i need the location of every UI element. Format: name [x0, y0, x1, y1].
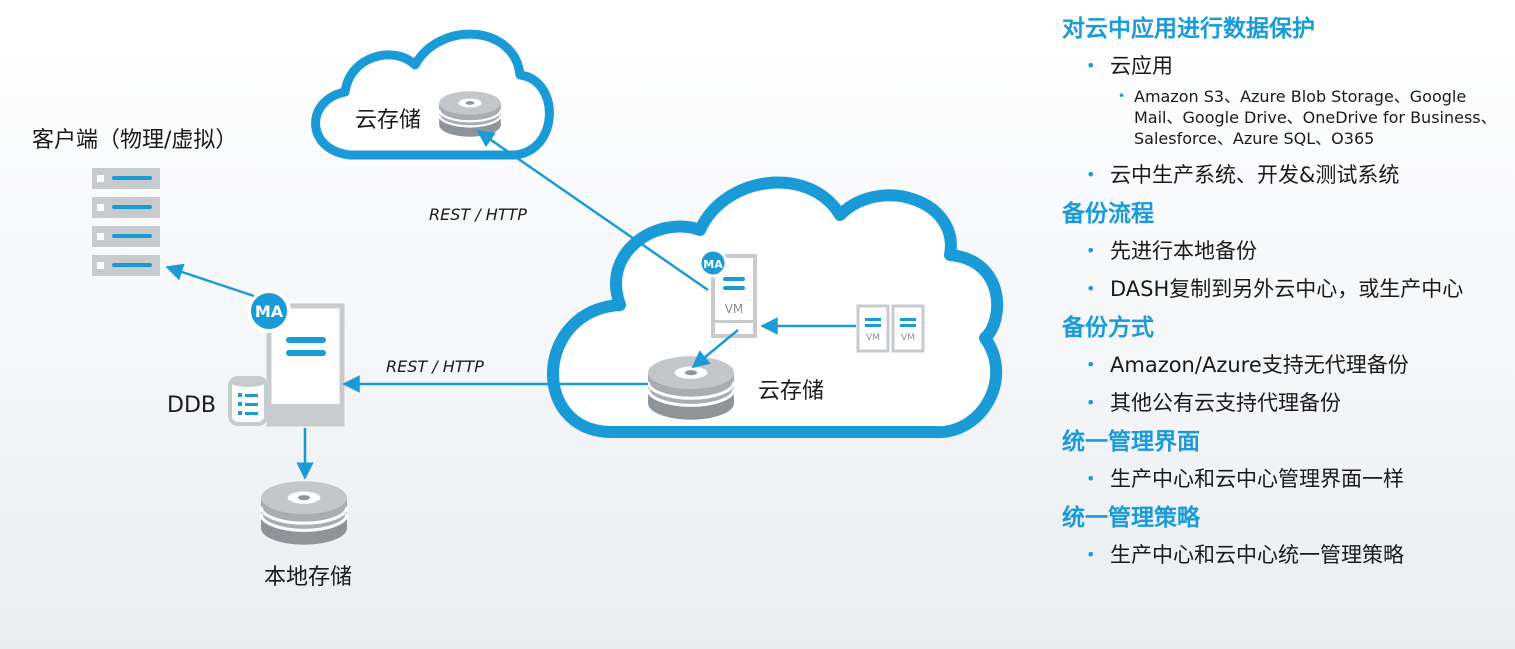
section-title: 备份方式 — [1062, 315, 1154, 341]
client-servers-icon — [92, 168, 160, 276]
panel-section: 备份流程先进行本地备份 DASH复制到另外云中心，或生产中心 — [1062, 199, 1512, 303]
media-agent-server-icon — [266, 303, 345, 427]
ddb-database-icon — [228, 376, 268, 426]
vm-small-icon: VM — [856, 304, 890, 353]
panel-section: 统一管理界面生产中心和云中心管理界面一样 — [1062, 427, 1512, 493]
local-storage-label: 本地存储 — [264, 565, 352, 590]
svg-text:MA: MA — [703, 258, 723, 271]
ddb-label: DDB — [167, 393, 216, 418]
cloud-storage-top-label: 云存储 — [355, 108, 421, 133]
svg-text:VM: VM — [866, 333, 880, 343]
local-disk-icon — [259, 479, 349, 547]
panel-section: 对云中应用进行数据保护云应用 Amazon S3、Azure Blob Stora… — [1062, 14, 1512, 189]
feature-panel: 对云中应用进行数据保护云应用 Amazon S3、Azure Blob Stora… — [1062, 14, 1512, 579]
rest-http-label-top: REST / HTTP — [429, 205, 527, 224]
bullet-item: 生产中心和云中心管理界面一样 — [1062, 465, 1512, 493]
svg-text:VM: VM — [901, 333, 915, 343]
bullet-item: 云中生产系统、开发&测试系统 — [1062, 161, 1512, 189]
ma-badge-cloud: MA — [698, 248, 728, 278]
bullet-item: 先进行本地备份 — [1062, 237, 1512, 265]
ma-badge-local: MA — [247, 289, 291, 333]
arrow-to-client — [165, 263, 255, 298]
section-title: 统一管理界面 — [1062, 429, 1200, 455]
cloud-disk-main-icon — [646, 354, 736, 422]
vm-label: VM — [725, 302, 744, 316]
cloud-top — [311, 29, 554, 160]
arrow-vm-to-top-cloud — [476, 129, 709, 292]
rest-http-label-bottom: REST / HTTP — [386, 357, 484, 376]
bullet-item: 生产中心和云中心统一管理策略 — [1062, 541, 1512, 569]
cloud-disk-top-icon — [438, 90, 502, 138]
bullet-item: 其他公有云支持代理备份 — [1062, 389, 1512, 417]
bullet-item: DASH复制到另外云中心，或生产中心 — [1062, 275, 1512, 303]
vm-small-icon: VM — [891, 304, 925, 353]
section-title: 对云中应用进行数据保护 — [1062, 16, 1315, 42]
sub-bullet-item: Amazon S3、Azure Blob Storage、Google Mail… — [1062, 86, 1512, 149]
arrow-vm-to-cloud-disk — [691, 329, 739, 369]
section-title: 统一管理策略 — [1062, 505, 1200, 531]
panel-section: 备份方式 Amazon/Azure支持无代理备份其他公有云支持代理备份 — [1062, 313, 1512, 417]
architecture-diagram: 云存储 VM MA VM VM 云存储 — [32, 29, 1004, 590]
section-title: 备份流程 — [1062, 201, 1154, 227]
svg-text:MA: MA — [255, 302, 284, 321]
vm-server-icon: VM — [711, 254, 757, 338]
panel-section: 统一管理策略生产中心和云中心统一管理策略 — [1062, 503, 1512, 569]
bullet-item: Amazon/Azure支持无代理备份 — [1062, 351, 1512, 379]
flow-arrows — [165, 129, 856, 480]
cloud-storage-main-label: 云存储 — [758, 379, 824, 404]
client-label: 客户端（物理/虚拟） — [32, 128, 237, 153]
bullet-item: 云应用 — [1062, 52, 1512, 80]
